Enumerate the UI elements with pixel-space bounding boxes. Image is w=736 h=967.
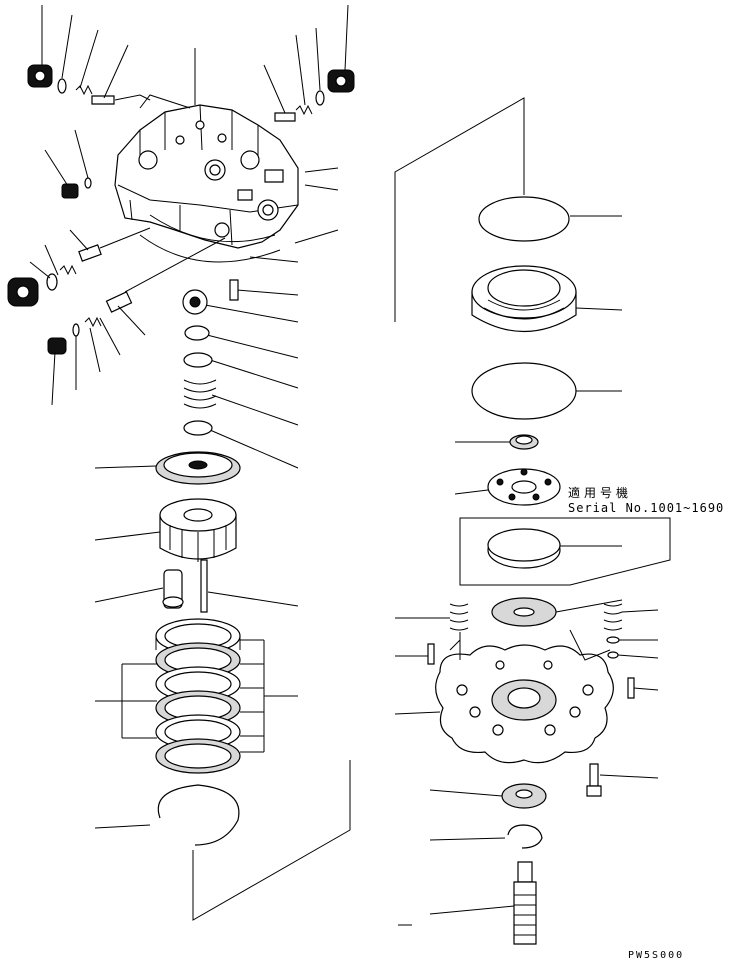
output-bearing bbox=[430, 784, 546, 808]
cap-screw bbox=[587, 764, 658, 796]
group-lines-left bbox=[140, 95, 190, 108]
drawing-code: PW5S000 bbox=[628, 950, 685, 961]
springs-right bbox=[395, 604, 658, 698]
top-right-fittings bbox=[264, 5, 354, 121]
o-ring-lower bbox=[472, 363, 622, 419]
serial-bracket-part bbox=[460, 518, 670, 585]
output-snap-ring bbox=[430, 825, 542, 848]
left-valve-stack bbox=[8, 228, 225, 405]
housing-leaders bbox=[195, 48, 338, 468]
bearing-small bbox=[455, 435, 538, 449]
right-group-bracket bbox=[395, 98, 524, 322]
piston-pin bbox=[95, 560, 298, 612]
applicable-serial-label: 適用号機 bbox=[568, 486, 633, 500]
spacer-plate bbox=[455, 469, 560, 505]
output-shaft bbox=[398, 862, 536, 944]
friction-plate-stack bbox=[95, 619, 298, 773]
thrust-plate bbox=[492, 598, 622, 626]
top-left-fittings bbox=[28, 5, 150, 104]
motor-housing bbox=[115, 105, 298, 262]
small-parts-column bbox=[183, 280, 238, 435]
o-ring-top bbox=[479, 197, 622, 241]
snap-ring bbox=[95, 760, 350, 920]
cylinder-block bbox=[95, 499, 236, 562]
brake-cylinder bbox=[472, 266, 622, 332]
serial-range-text: Serial No.1001~1690 bbox=[568, 501, 725, 515]
carrier-housing bbox=[395, 630, 613, 763]
valve-plate bbox=[95, 452, 240, 484]
left-mid-fittings bbox=[45, 130, 91, 198]
